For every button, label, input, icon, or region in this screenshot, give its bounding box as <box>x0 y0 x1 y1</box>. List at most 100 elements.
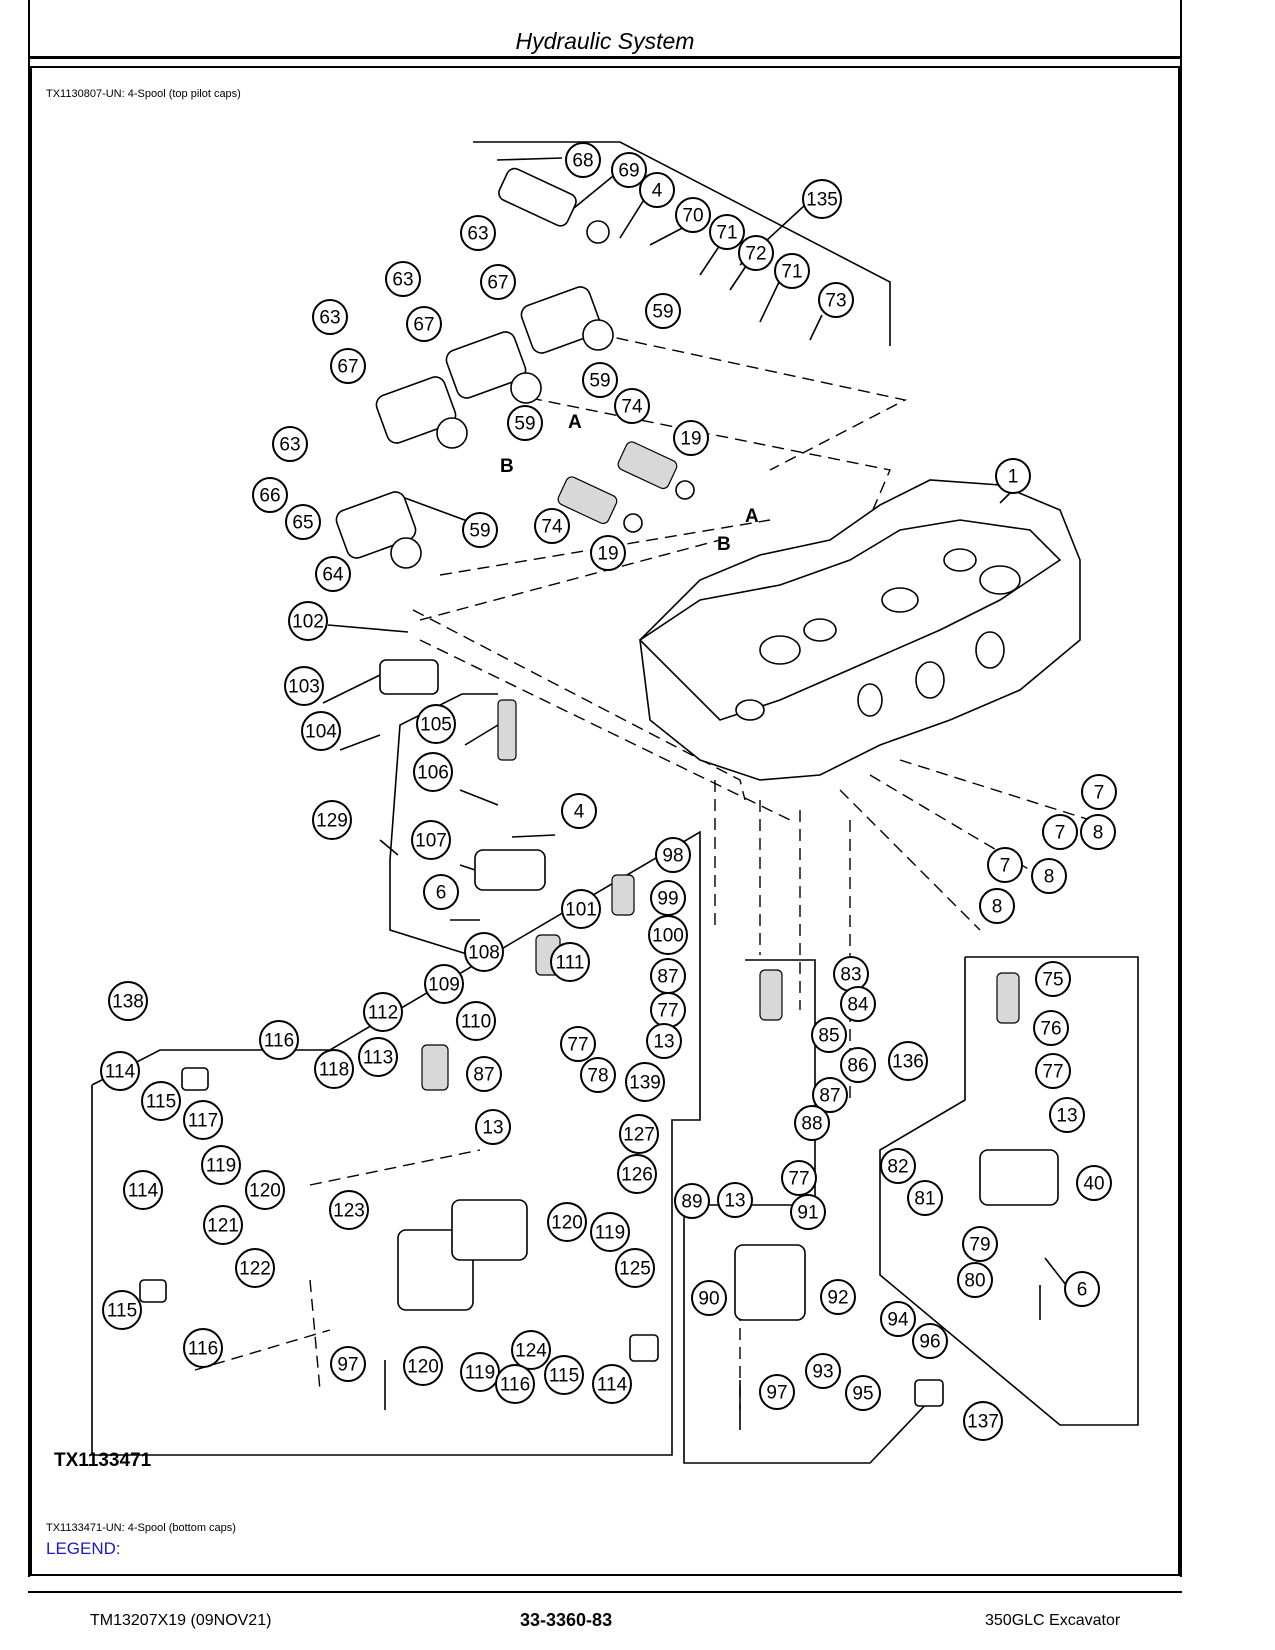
callout-label: 109 <box>428 975 460 996</box>
callout-circle <box>312 299 348 335</box>
callout-82: 82 <box>880 1148 916 1184</box>
callout-116: 116 <box>495 1364 535 1404</box>
callout-72: 72 <box>738 235 774 271</box>
callout-circle <box>648 915 688 955</box>
callout-circle <box>330 1346 366 1382</box>
callout-circle <box>1081 774 1117 810</box>
o-ring-59 <box>582 319 614 351</box>
callout-label: 74 <box>621 397 643 418</box>
callout-6: 6 <box>1064 1271 1100 1307</box>
callout-87: 87 <box>812 1077 848 1113</box>
callout-circle <box>507 405 543 441</box>
callout-circle <box>963 1401 1003 1441</box>
spool-75 <box>996 972 1020 1024</box>
callout-circle <box>639 172 675 208</box>
callout-74: 74 <box>614 388 650 424</box>
callout-label: 8 <box>992 897 1003 918</box>
callout-label: 120 <box>249 1181 281 1202</box>
callout-circle <box>285 504 321 540</box>
callout-114: 114 <box>123 1170 163 1210</box>
callout-circle <box>1076 1165 1112 1201</box>
callout-circle <box>907 1180 943 1216</box>
callout-label: 68 <box>572 151 593 172</box>
callout-circle <box>759 1374 795 1410</box>
callout-70: 70 <box>675 197 711 233</box>
group-outline-129 <box>389 693 498 956</box>
callout-label: 121 <box>207 1216 239 1237</box>
align-line <box>839 789 981 931</box>
callout-label: 107 <box>415 831 447 852</box>
callout-label: 120 <box>407 1357 439 1378</box>
callout-111: 111 <box>550 942 590 982</box>
callout-6: 6 <box>423 874 459 910</box>
callout-label: 83 <box>840 965 861 986</box>
callout-circle <box>329 1190 369 1230</box>
callout-circle <box>456 1001 496 1041</box>
valve-port <box>735 699 765 721</box>
callout-label: 102 <box>292 612 324 633</box>
callout-circle <box>582 362 618 398</box>
callout-circle <box>403 1346 443 1386</box>
callout-114: 114 <box>592 1364 632 1404</box>
callout-label: 119 <box>595 1223 625 1244</box>
callout-label: 94 <box>887 1310 909 1331</box>
callout-circle <box>544 1355 584 1395</box>
callout-label: 7 <box>1000 856 1011 877</box>
callout-97: 97 <box>330 1346 366 1382</box>
callout-circle <box>141 1081 181 1121</box>
callout-circle <box>811 1017 847 1053</box>
valve-port <box>979 565 1021 595</box>
callout-circle <box>102 1290 142 1330</box>
cap-67 <box>375 376 457 444</box>
callout-circle <box>675 197 711 233</box>
callout-circle <box>962 1226 998 1262</box>
cap-107 <box>474 849 546 891</box>
spool-74 <box>557 476 618 525</box>
callout-circle <box>423 874 459 910</box>
callout-label: 135 <box>806 190 838 211</box>
callout-85: 85 <box>811 1017 847 1053</box>
figure-frame <box>30 66 1180 1576</box>
callout-label: 71 <box>781 262 802 283</box>
callout-label: 126 <box>621 1165 653 1186</box>
spool-83 <box>759 969 783 1021</box>
callout-118: 118 <box>314 1049 354 1089</box>
callout-label: 85 <box>818 1026 839 1047</box>
callout-63: 63 <box>385 261 421 297</box>
callout-77: 77 <box>781 1160 817 1196</box>
callout-circle <box>611 152 647 188</box>
align-line <box>309 1149 481 1186</box>
callout-circle <box>385 261 421 297</box>
callout-circle <box>912 1323 948 1359</box>
callout-label: 90 <box>698 1289 719 1310</box>
align-line <box>529 397 891 541</box>
callout-label: 63 <box>279 435 300 456</box>
callout-label: 110 <box>461 1012 491 1033</box>
callout-92: 92 <box>820 1279 856 1315</box>
callout-circle <box>547 1202 587 1242</box>
callout-circle <box>272 426 308 462</box>
plug-98 <box>611 874 635 916</box>
callout-circle <box>1035 1053 1071 1089</box>
callout-circle <box>201 1145 241 1185</box>
callout-label: 77 <box>788 1169 809 1190</box>
callout-102: 102 <box>288 601 328 641</box>
callout-label: 97 <box>337 1355 358 1376</box>
callout-63: 63 <box>312 299 348 335</box>
callout-circle <box>183 1100 223 1140</box>
callout-120: 120 <box>547 1202 587 1242</box>
callout-label: 7 <box>1055 823 1066 844</box>
callout-label: 63 <box>319 308 340 329</box>
callout-label: 114 <box>597 1375 628 1396</box>
legend-label: LEGEND: <box>46 1539 121 1558</box>
callout-circle <box>979 888 1015 924</box>
callout-40: 40 <box>1076 1165 1112 1201</box>
callout-circle <box>617 1154 657 1194</box>
callout-120: 120 <box>245 1170 285 1210</box>
callout-circle <box>413 752 453 792</box>
callout-109: 109 <box>424 964 464 1004</box>
callout-label: 59 <box>652 302 673 323</box>
callout-label: 81 <box>914 1189 935 1210</box>
callout-circle <box>123 1170 163 1210</box>
callout-label: 4 <box>574 802 585 823</box>
